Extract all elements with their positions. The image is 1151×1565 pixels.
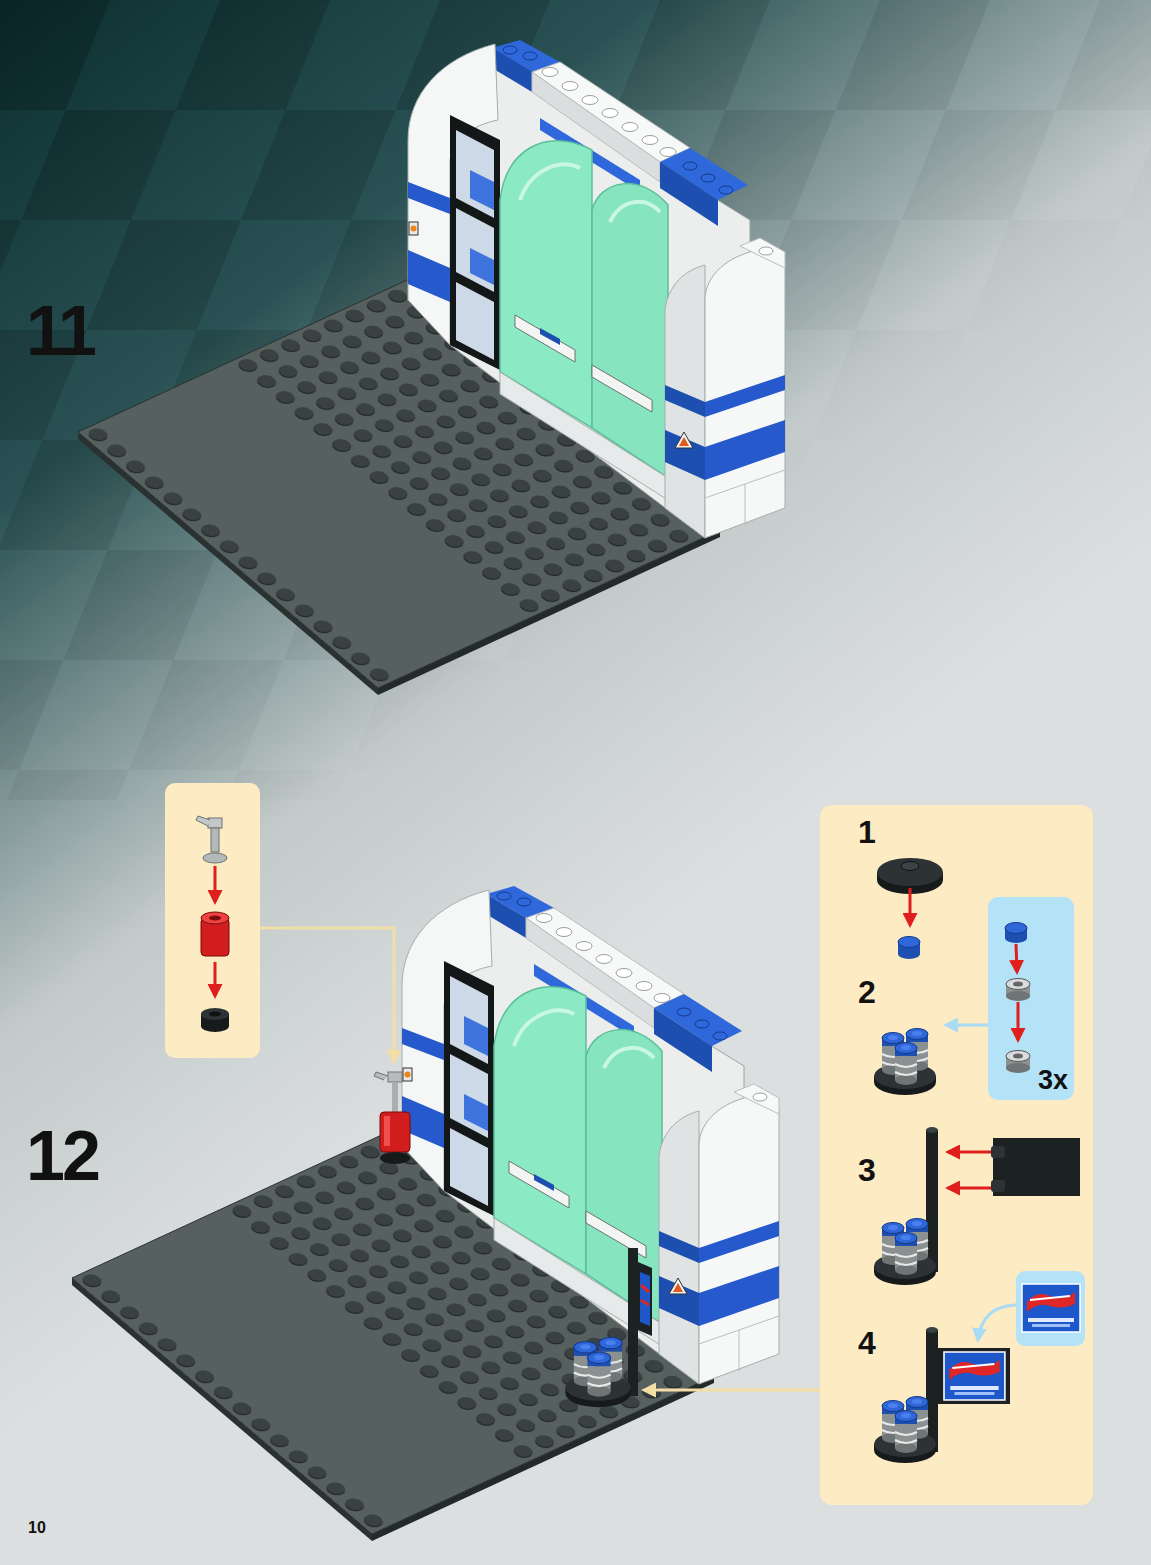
sub-box-parts (1006, 979, 1030, 990)
fire-extinguisher (380, 1112, 410, 1152)
sub-step-4-parts (874, 1271, 1085, 1463)
quantity-box: 3x (988, 897, 1074, 1100)
sub-step-1-parts (877, 858, 943, 886)
step-number: 11 (26, 296, 94, 366)
sub-step-4-parts (1022, 1284, 1080, 1332)
sub-box-parts (1005, 923, 1027, 934)
sub-box-parts (1006, 991, 1030, 1001)
extinguisher-parts (201, 1020, 229, 1032)
sub-step-number: 2 (858, 976, 876, 1008)
tire-stack-flag (641, 1285, 649, 1305)
sub-step-3-parts (874, 1219, 936, 1286)
leader-line (644, 1389, 820, 1392)
sub-step-1-parts (898, 937, 920, 948)
tire-stack-flag (638, 1262, 652, 1336)
step-number: 12 (26, 1121, 98, 1191)
sub-step-4-parts (1016, 1271, 1085, 1346)
extinguisher-parts (203, 853, 227, 863)
extinguisher-parts (211, 828, 219, 852)
tire-stack-flag (565, 1248, 652, 1407)
callout-panel (165, 783, 260, 1058)
callout-panel (820, 805, 1093, 1505)
tire-stack-flag (628, 1248, 638, 1396)
sub-step-1-parts (909, 888, 912, 925)
sub-step-4-parts (874, 1397, 936, 1464)
sub-step-4-parts (978, 1305, 1016, 1340)
sub-box-parts (1006, 1051, 1030, 1062)
sub-step-2-assembly (874, 1029, 936, 1096)
sub-box-parts (1013, 1054, 1023, 1059)
sub-step-3-parts (991, 1180, 1005, 1192)
extinguisher-parts (214, 866, 217, 902)
sub-step-3-parts (926, 1127, 938, 1133)
sub-box-parts (1005, 923, 1030, 1074)
tire-stack-flag (565, 1337, 630, 1407)
sub-step-4-parts (938, 1348, 1010, 1404)
sub-step-1-parts (877, 858, 943, 959)
sub-step-1-parts (901, 862, 919, 871)
sub-box-parts (1017, 1002, 1020, 1040)
sub-step-3-parts (993, 1138, 1080, 1196)
fire-extinguisher (392, 1082, 398, 1112)
extinguisher-parts (214, 962, 217, 996)
extinguisher-parts (196, 816, 229, 1032)
leader-line (260, 928, 394, 1062)
sub-step-3-parts (948, 1187, 991, 1190)
sub-step-3-parts (991, 1146, 1005, 1158)
leader-line (946, 1024, 988, 1027)
sub-step-4-parts (926, 1327, 938, 1333)
sub-step-4-parts (944, 1352, 1005, 1400)
fire-extinguisher (384, 1116, 390, 1146)
fire-extinguisher (374, 1072, 388, 1080)
sub-callout-box (988, 897, 1074, 1100)
extinguisher-parts (209, 916, 221, 921)
step-11-model (78, 40, 785, 695)
tire-stack-flag (640, 1272, 650, 1326)
extinguisher-parts (209, 1012, 221, 1017)
extinguisher-parts (208, 818, 222, 828)
sub-step-3-parts (948, 1151, 991, 1154)
sub-box-parts (1013, 982, 1023, 987)
extinguisher-parts (196, 816, 210, 826)
sub-box-parts (1016, 944, 1017, 972)
sub-box-parts (1006, 1063, 1030, 1073)
fire-extinguisher (388, 1072, 402, 1082)
page-number: 10 (28, 1520, 46, 1536)
checker-pattern (0, 0, 1151, 800)
sub-box-parts (1005, 933, 1027, 943)
sub-step-number: 3 (858, 1154, 876, 1186)
sub-step-number: 1 (858, 816, 876, 848)
sub-step-3-parts (874, 1127, 1080, 1285)
extinguisher-parts (201, 1008, 229, 1020)
extinguisher-parts (201, 912, 229, 924)
fire-extinguisher (380, 1152, 410, 1164)
sub-step-number: 4 (858, 1327, 876, 1359)
fire-extinguisher (374, 1072, 410, 1164)
quantity-label: 3x (1038, 1067, 1068, 1094)
sub-step-1-parts (898, 949, 920, 959)
